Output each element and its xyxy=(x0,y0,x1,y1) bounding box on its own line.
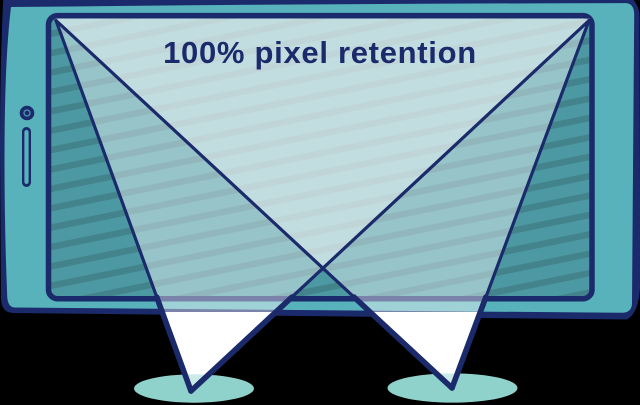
svg-text:100% pixel retention: 100% pixel retention xyxy=(163,35,477,70)
